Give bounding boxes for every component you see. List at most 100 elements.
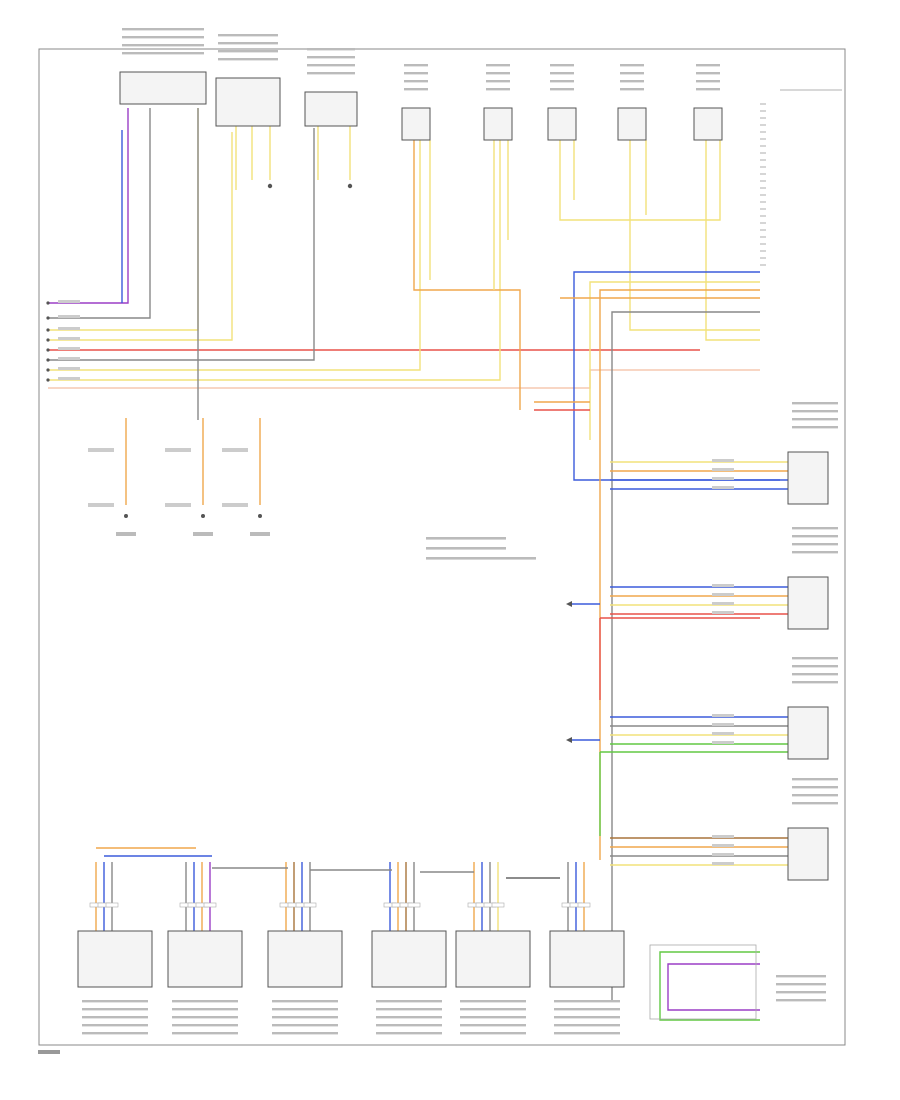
ground-label — [88, 503, 114, 507]
ground-id — [250, 532, 270, 536]
ground-layer — [124, 514, 262, 518]
wire-peach-1 — [48, 369, 760, 389]
wire-gray-1 — [48, 108, 151, 319]
caption-line — [620, 72, 644, 75]
caption-line — [172, 1016, 238, 1019]
bottom-module-1 — [77, 930, 153, 988]
caption-line — [792, 794, 838, 797]
caption-line — [486, 64, 510, 67]
ground-1 — [124, 514, 128, 518]
caption-line — [82, 1000, 148, 1003]
caption-line — [792, 426, 838, 429]
wire-label — [712, 477, 734, 480]
wire-label — [712, 611, 734, 614]
caption-line — [486, 72, 510, 75]
caption-line — [792, 402, 838, 405]
ground-id — [193, 532, 213, 536]
caption-line — [82, 1016, 148, 1019]
wire-violet-2 — [667, 963, 760, 1011]
wire-label — [712, 486, 734, 489]
ground-label — [88, 448, 114, 452]
wire-label — [712, 741, 734, 744]
caption-line — [122, 44, 204, 47]
caption-line — [776, 975, 826, 978]
splice-dot — [267, 183, 273, 189]
wire-tag — [105, 902, 119, 908]
caption-line — [218, 42, 278, 45]
caption-line — [460, 1016, 526, 1019]
caption-line — [122, 36, 204, 39]
wire-orange-bus — [599, 289, 760, 860]
caption-line — [172, 1008, 238, 1011]
caption-line — [792, 673, 838, 676]
caption-line — [172, 1032, 238, 1035]
caption-line — [460, 1008, 526, 1011]
caption-line — [376, 1024, 442, 1027]
caption-line — [172, 1000, 238, 1003]
wire-label — [712, 723, 734, 726]
wire-label — [712, 732, 734, 735]
pin-dot — [46, 328, 50, 332]
page-id-tag — [38, 1050, 60, 1054]
bottom-module-2 — [167, 930, 243, 988]
top-sensor-8 — [693, 107, 723, 141]
caption-line — [460, 1000, 526, 1003]
caption-line — [404, 88, 428, 91]
right-module-3 — [787, 706, 829, 760]
bundle-label — [58, 327, 80, 330]
caption-line — [82, 1008, 148, 1011]
legend-line — [426, 537, 506, 540]
caption-line — [792, 681, 838, 684]
wire-yellow-3 — [48, 140, 421, 371]
bundle-label — [58, 357, 80, 360]
caption-line — [218, 50, 278, 53]
caption-line — [272, 1008, 338, 1011]
bottom-module-4 — [371, 930, 447, 988]
bottom-module-6 — [549, 930, 625, 988]
caption-line — [776, 991, 826, 994]
caption-line — [792, 778, 838, 781]
caption-line — [218, 34, 278, 37]
caption-line — [486, 80, 510, 83]
caption-line — [376, 1000, 442, 1003]
wire-green-3 — [659, 951, 760, 1021]
bundle-label — [58, 337, 80, 340]
caption-line — [404, 64, 428, 67]
caption-line — [696, 80, 720, 83]
caption-line — [792, 551, 838, 554]
caption-line — [122, 52, 204, 55]
caption-line — [82, 1032, 148, 1035]
caption-line — [376, 1032, 442, 1035]
wire-label — [712, 835, 734, 838]
caption-line — [460, 1024, 526, 1027]
top-sensor-6 — [547, 107, 577, 141]
caption-line — [792, 418, 838, 421]
caption-line — [272, 1024, 338, 1027]
caption-line — [792, 527, 838, 530]
wire-layer — [48, 108, 788, 1021]
right-module-4 — [787, 827, 829, 881]
pin-dot — [46, 348, 50, 352]
ground-label — [165, 503, 191, 507]
top-relay-3 — [304, 91, 358, 127]
caption-line — [376, 1008, 442, 1011]
caption-line — [696, 88, 720, 91]
caption-line — [307, 64, 355, 67]
caption-line — [550, 72, 574, 75]
pin-dot — [46, 368, 50, 372]
wire-label — [712, 714, 734, 717]
caption-line — [776, 983, 826, 986]
caption-line — [460, 1032, 526, 1035]
bottom-module-5 — [455, 930, 531, 988]
wire-yellow-bus — [589, 281, 760, 440]
caption-line — [272, 1032, 338, 1035]
wire-tag — [491, 902, 505, 908]
wire-yellow-5 — [629, 140, 760, 331]
wire-tag — [203, 902, 217, 908]
caption-line — [696, 64, 720, 67]
caption-line — [486, 88, 510, 91]
caption-line — [272, 1016, 338, 1019]
caption-line — [792, 665, 838, 668]
wire-yellow-1 — [48, 108, 199, 331]
